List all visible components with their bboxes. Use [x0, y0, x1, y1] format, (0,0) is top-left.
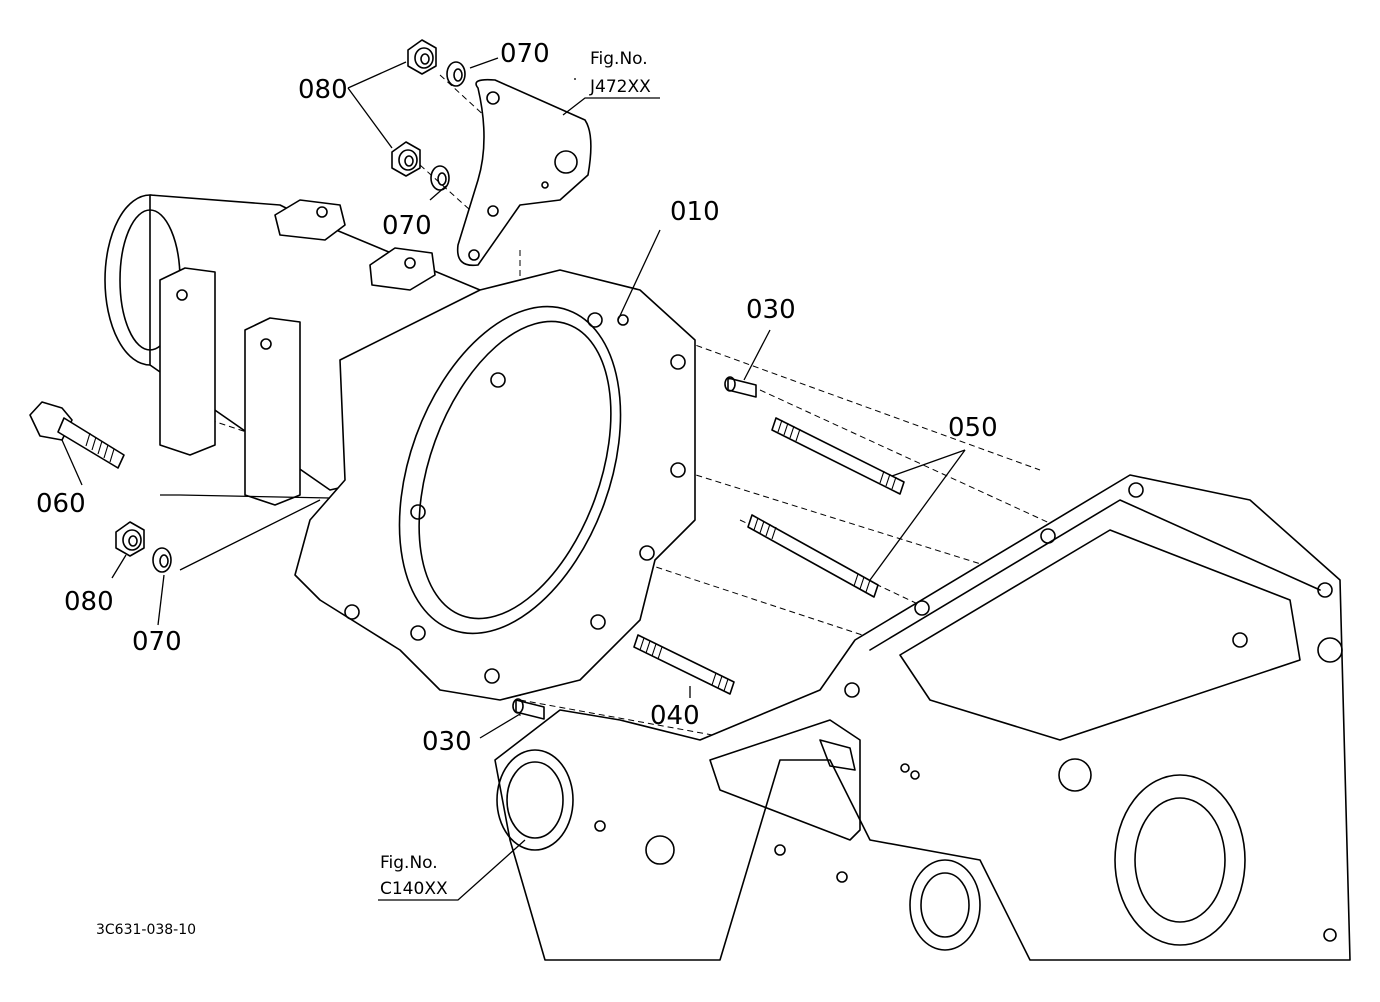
label-060: 060	[36, 489, 86, 519]
dowel-pin-bottom	[512, 698, 545, 720]
fig-ref-bottom-line2: C140XX	[380, 879, 448, 899]
label-070-mid: 070	[382, 211, 432, 241]
fig-ref-top-line2: J472XX	[589, 77, 651, 97]
fig-ref-top-line1: Fig.No.	[590, 49, 648, 69]
nut-mid	[391, 141, 421, 177]
label-030-top: 030	[746, 295, 796, 325]
nut-bottom	[115, 521, 145, 557]
label-050: 050	[948, 413, 998, 443]
label-030-bottom: 030	[422, 727, 472, 757]
nut-top	[407, 39, 437, 75]
label-080-top: 080	[298, 75, 348, 105]
bracket-plate	[456, 78, 592, 267]
washer-top	[446, 61, 466, 87]
washer-mid	[430, 165, 450, 191]
flange-housing	[294, 269, 696, 701]
label-080-bottom: 080	[64, 587, 114, 617]
label-010: 010	[670, 197, 720, 227]
fig-ref-bottom-line1: Fig.No.	[380, 853, 438, 873]
stud-lower	[633, 634, 735, 695]
transmission-case	[494, 474, 1351, 961]
bolt	[29, 401, 125, 469]
stud-middle	[747, 514, 879, 598]
washer-bottom	[152, 547, 172, 573]
label-070-bottom: 070	[132, 627, 182, 657]
label-040: 040	[650, 701, 700, 731]
label-070-top: 070	[500, 39, 550, 69]
dowel-pin-top	[724, 376, 757, 398]
leader-lines	[61, 57, 966, 901]
drawing-id: 3C631-038-10	[96, 922, 196, 938]
stud-upper	[771, 417, 905, 495]
